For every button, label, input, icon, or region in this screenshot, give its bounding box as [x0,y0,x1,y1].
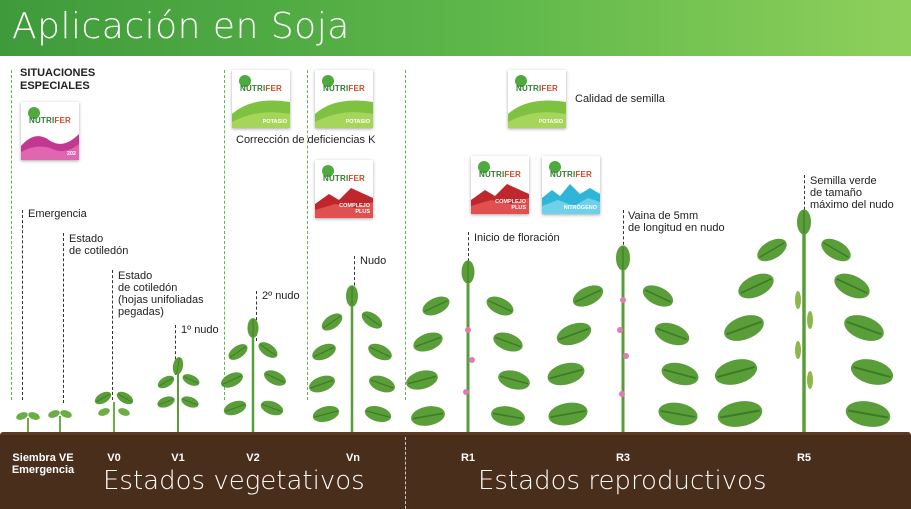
stage-r5: R5 [796,452,812,464]
stage-vn: Vn [345,452,361,464]
soil-band [0,435,911,509]
label-nudo2: 2º nudo [262,290,300,302]
product-wave-icon [471,184,529,214]
stage-v1: V1 [171,452,185,464]
label-nudo1: 1º nudo [181,324,219,336]
product-brand: NUTRIFER [28,116,72,125]
product-wave-icon [315,100,373,128]
plant-r3 [544,244,702,438]
pointer-nudo1 [175,325,176,375]
product-wave-icon [21,134,79,160]
plant-v1 [155,355,202,438]
page-title: Aplicación en Soja [12,6,350,47]
plant-v2 [218,317,289,438]
stage-v0: V0 [107,452,121,464]
nutrifer-logo-icon [28,107,40,119]
label-nudo: Nudo [360,255,387,267]
nutrifer-logo-icon [515,75,527,87]
header-bar: Aplicación en Soja [0,0,911,56]
pointer-vaina [623,210,624,250]
stage-r3: R3 [615,452,631,464]
section-vegetative: Estados vegetativos [103,466,365,496]
section-divider [405,437,406,509]
product-brand: NUTRIFER [549,170,593,179]
stage-line-special [11,70,12,400]
stage-r1: R1 [460,452,476,464]
special-situations-line2: ESPECIALES [20,80,90,92]
product-brand: NUTRIFER [515,84,559,93]
product-wave-icon [508,100,566,128]
stage-line-k [224,70,225,400]
product-card-potasio-1: NUTRIFER POTASIO [232,70,290,128]
product-sub: NITRÓGENO [563,205,597,211]
product-wave-icon [542,184,600,214]
caption-k-deficiency: Corrección de deficiencias K [236,134,376,146]
nutrifer-logo-icon [549,161,561,173]
product-card-202: NUTRIFER 202 [21,102,79,160]
plant-v0 [92,388,136,438]
special-situations-label: SITUACIONES ESPECIALES [20,67,95,93]
product-card-potasio-2: NUTRIFER POTASIO [315,70,373,128]
nutrifer-logo-icon [239,75,251,87]
pointer-unifoliadas [112,270,113,400]
plant-r1 [403,259,533,438]
product-sub: POTASIO [538,119,563,125]
product-sub: POTASIO [262,119,287,125]
product-sub: 202 [66,151,76,157]
stage-line-k2 [307,70,308,400]
nutrifer-logo-icon [322,75,334,87]
plant-vn [306,284,398,438]
section-reproductive: Estados reproductivos [478,466,767,496]
product-sub: POTASIO [345,119,370,125]
product-card-nitrogeno: NUTRIFER NITRÓGENO [542,156,600,214]
pointer-cotiledon [63,233,64,403]
product-card-potasio-3: NUTRIFER POTASIO [508,70,566,128]
nutrifer-logo-icon [478,161,490,173]
caption-seed-quality: Calidad de semilla [575,93,665,105]
product-brand: NUTRIFER [322,174,366,183]
nutrifer-logo-icon [322,165,334,177]
pointer-floracion [468,232,469,272]
product-wave-icon [232,100,290,128]
stage-line-repro [405,70,406,400]
product-wave-icon [315,188,373,218]
product-brand: NUTRIFER [239,84,283,93]
pointer-emergencia [22,210,23,400]
label-floracion: Inicio de floración [474,232,560,244]
special-situations-line1: SITUACIONES [20,67,96,79]
label-emergencia: Emergencia [28,208,87,220]
pointer-nudo [354,256,355,296]
pointer-semilla [804,175,805,215]
pointer-nudo2 [256,291,257,341]
product-brand: NUTRIFER [478,170,522,179]
product-brand: NUTRIFER [322,84,366,93]
stage-v2: V2 [246,452,260,464]
plant-r5 [711,208,897,438]
